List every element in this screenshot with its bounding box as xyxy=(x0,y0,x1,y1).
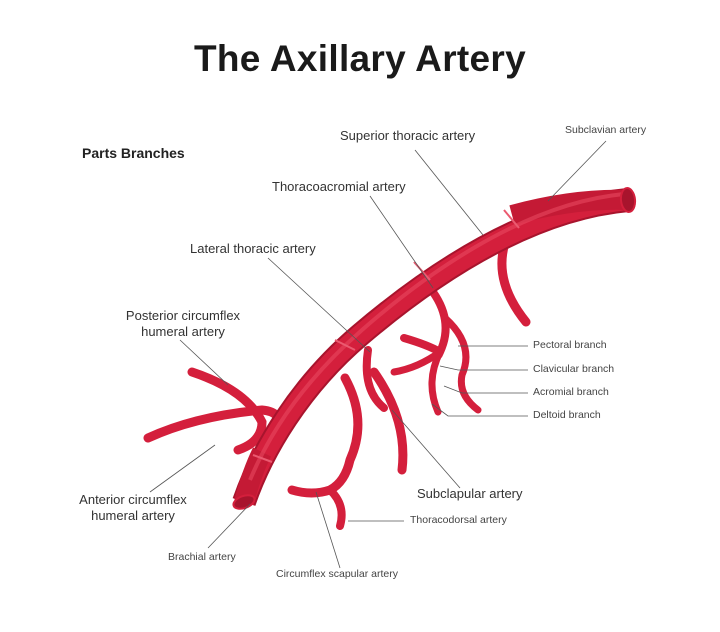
label-anterior-circumflex-humeral-artery: Anterior circumflex humeral artery xyxy=(58,492,208,525)
leader-circumflex-scapular xyxy=(315,491,341,569)
label-thoracodorsal-artery: Thoracodorsal artery xyxy=(410,514,507,526)
segment-divider-4 xyxy=(252,454,273,463)
superior-thoracic-branch xyxy=(497,235,531,327)
leader-deltoid xyxy=(431,403,528,417)
label-anterior-circumflex-line2: humeral artery xyxy=(91,508,175,524)
label-anterior-circumflex-line1: Anterior circumflex xyxy=(79,492,187,507)
thoracodorsal-branch xyxy=(326,486,346,530)
deltoid-branch xyxy=(428,348,444,416)
label-circumflex-scapular-artery: Circumflex scapular artery xyxy=(276,568,398,580)
artery-branches xyxy=(143,235,531,530)
leader-brachial xyxy=(207,503,251,549)
leader-acromial xyxy=(443,385,528,394)
leader-thoracoacromial xyxy=(369,195,434,289)
label-posterior-circumflex-line2: humeral artery xyxy=(141,324,225,340)
acromial-branch xyxy=(441,314,482,414)
label-lateral-thoracic-artery: Lateral thoracic artery xyxy=(190,241,316,256)
segment-divider-1 xyxy=(503,209,520,229)
label-posterior-circumflex-line1: Posterior circumflex xyxy=(125,308,241,323)
subscapular-trunk xyxy=(369,367,408,475)
leader-lines xyxy=(149,140,607,569)
page-title: The Axillary Artery xyxy=(194,38,526,79)
main-artery xyxy=(232,187,637,510)
label-clavicular-branch: Clavicular branch xyxy=(533,363,615,375)
leader-posterior-circumflex xyxy=(179,339,229,386)
diagram-subtitle: Parts Branches xyxy=(82,145,185,161)
leader-superior-thoracic xyxy=(414,149,484,236)
label-acromial-branch: Acromial branch xyxy=(533,386,609,398)
label-pectoral-branch: Pectoral branch xyxy=(533,339,607,351)
leader-clavicular xyxy=(439,365,528,371)
leader-subclavian xyxy=(547,140,607,202)
label-subscapular-artery: Subclapular artery xyxy=(417,486,523,501)
subclavian-opening xyxy=(619,187,637,213)
leader-lateral-thoracic xyxy=(267,257,371,353)
label-deltoid-branch: Deltoid branch xyxy=(533,409,601,421)
lateral-thoracic-branch xyxy=(362,346,388,412)
label-superior-thoracic-artery: Superior thoracic artery xyxy=(340,128,476,143)
segment-divider-2 xyxy=(413,261,431,281)
label-brachial-artery: Brachial artery xyxy=(168,551,236,563)
leader-anterior-circumflex xyxy=(149,444,216,493)
segment-divider-3 xyxy=(334,339,356,351)
posterior-circumflex-branch xyxy=(187,367,267,455)
label-thoracoacromial-artery: Thoracoacromial artery xyxy=(272,179,406,194)
label-subclavian-artery: Subclavian artery xyxy=(565,124,647,136)
main-artery-highlight xyxy=(248,192,625,481)
circumflex-scapular-branch xyxy=(287,373,363,498)
label-posterior-circumflex-humeral-artery: Posterior circumflex humeral artery xyxy=(108,308,258,341)
leader-subscapular xyxy=(391,409,461,489)
main-artery-body xyxy=(234,190,629,506)
